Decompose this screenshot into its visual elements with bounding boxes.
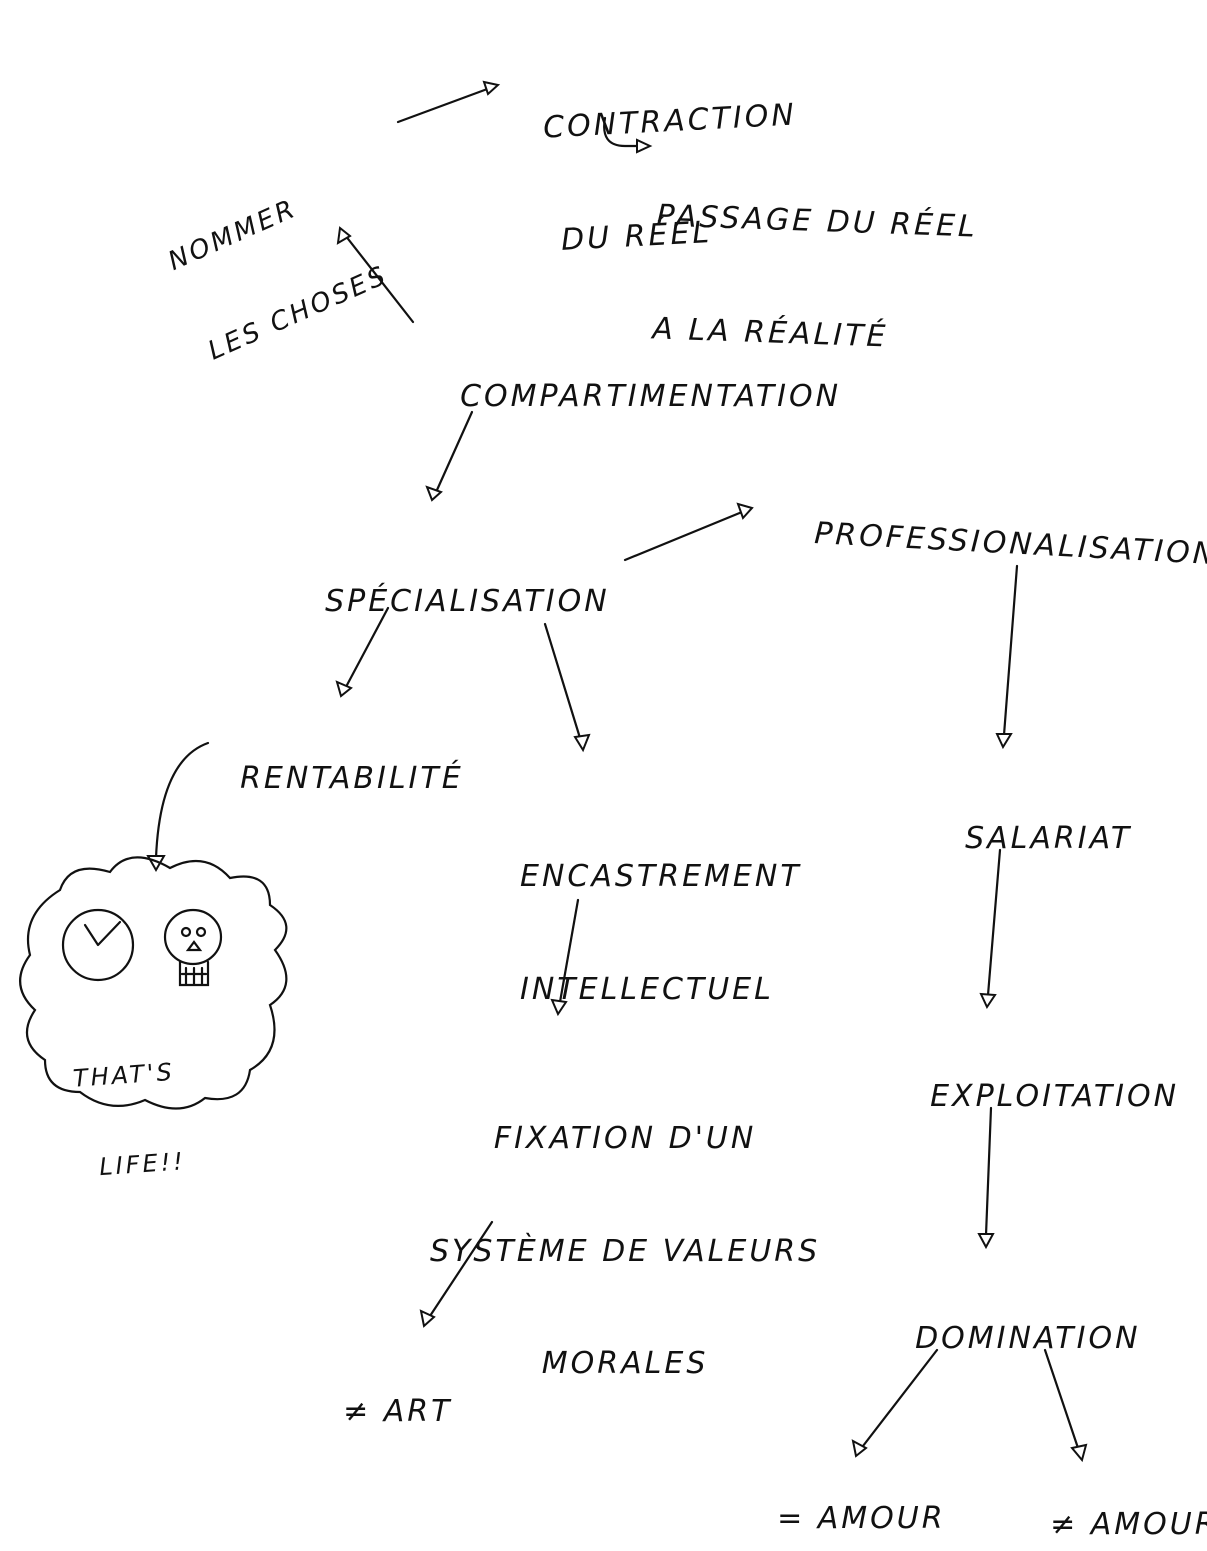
node-domination: DOMINATION <box>915 1320 1141 1356</box>
node-art: ≠ ART <box>343 1393 453 1429</box>
arrow-specialisation-to-professionalisation <box>623 510 744 562</box>
arrowhead <box>979 992 997 1010</box>
arrowhead <box>573 733 591 753</box>
arrow-domination-to-eq-amour <box>861 1348 939 1448</box>
arrowhead <box>425 485 443 502</box>
arrow-specialisation-to-rentabilite <box>345 606 390 687</box>
arrow-specialisation-to-encastrement <box>543 622 582 740</box>
arrow-compartimentation-to-nommer <box>343 233 415 324</box>
arrows <box>146 80 1088 1463</box>
arrow-compartimentation-to-specialisation <box>435 410 474 492</box>
cloud-outline <box>19 856 288 1110</box>
arrowhead <box>335 680 353 698</box>
arrowhead <box>851 1439 868 1458</box>
arrowhead <box>1070 1443 1088 1463</box>
node-salariat: SALARIAT <box>965 820 1133 856</box>
arrowhead <box>736 502 754 520</box>
node-compartimentation: COMPARTIMENTATION <box>460 378 842 414</box>
thought-cloud <box>19 856 288 1110</box>
node-amour-eq: = AMOUR <box>777 1500 946 1536</box>
arrowhead <box>419 1309 436 1328</box>
arrowhead <box>336 226 352 245</box>
arrow-contraction-to-passage <box>603 116 642 148</box>
node-rentabilite: RENTABILITÉ <box>240 760 464 796</box>
arrowhead <box>636 138 653 154</box>
arrow-salariat-to-exploitation <box>986 848 1002 997</box>
node-exploitation: EXPLOITATION <box>930 1078 1180 1114</box>
node-encastrement: ENCASTREMENT INTELLECTUEL <box>520 859 802 1007</box>
arrow-domination-to-neq-amour <box>1043 1348 1080 1450</box>
skull-icon <box>163 908 223 987</box>
arrow-rentabilite-to-cloud <box>154 741 210 860</box>
arrow-exploitation-to-domination <box>984 1106 993 1237</box>
arrowhead <box>995 733 1013 750</box>
node-specialisation: SPÉCIALISATION <box>325 583 610 619</box>
node-amour-neq: ≠ AMOUR <box>1050 1506 1207 1542</box>
arrowhead <box>977 1233 995 1250</box>
arrow-professionalisation-to-salariat <box>1002 564 1019 737</box>
node-fixation: FIXATION D'UN SYSTÈME DE VALEURS MORALES <box>430 1121 821 1381</box>
arrow-fixation-to-art <box>428 1220 494 1318</box>
clock-icon <box>61 908 135 982</box>
arrow-nommer-to-contraction <box>396 86 492 124</box>
arrowhead <box>550 998 568 1017</box>
arrow-encastrement-to-fixation <box>558 898 580 1004</box>
cloud-text: THAT'S LIFE!! <box>72 1057 187 1182</box>
arrowhead <box>482 80 501 96</box>
